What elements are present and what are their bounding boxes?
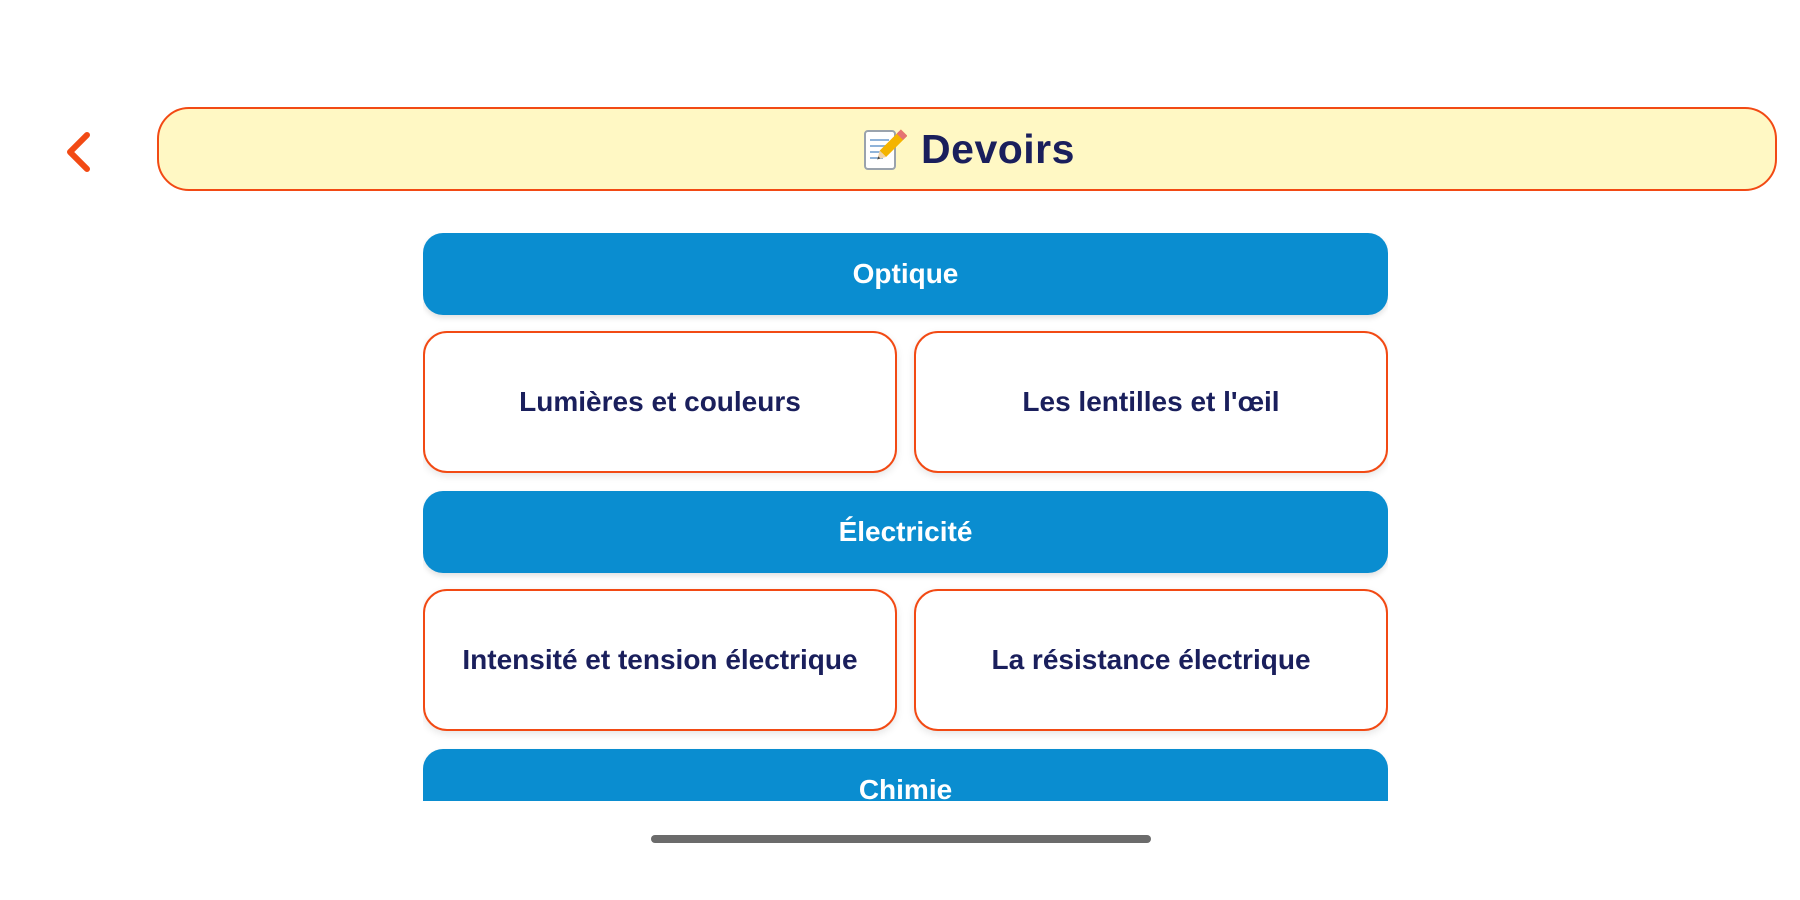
homework-list[interactable]: Optique Lumières et couleurs Les lentill… bbox=[423, 233, 1388, 801]
section-header-chimie: Chimie bbox=[423, 749, 1388, 801]
homework-card-resistance[interactable]: La résistance électrique bbox=[914, 589, 1388, 731]
homework-card-lumieres-couleurs[interactable]: Lumières et couleurs bbox=[423, 331, 897, 473]
page-title-bar: Devoirs bbox=[157, 107, 1777, 191]
section-header-electricite: Électricité bbox=[423, 491, 1388, 573]
homework-card-intensite-tension[interactable]: Intensité et tension électrique bbox=[423, 589, 897, 731]
card-row-electricite: Intensité et tension électrique La résis… bbox=[423, 589, 1388, 731]
home-indicator[interactable] bbox=[651, 835, 1151, 843]
homework-card-lentilles-oeil[interactable]: Les lentilles et l'œil bbox=[914, 331, 1388, 473]
card-row-optique: Lumières et couleurs Les lentilles et l'… bbox=[423, 331, 1388, 473]
back-button[interactable] bbox=[50, 124, 106, 180]
page-title: Devoirs bbox=[921, 125, 1075, 172]
section-header-optique: Optique bbox=[423, 233, 1388, 315]
memo-icon bbox=[859, 125, 908, 173]
chevron-left-icon bbox=[67, 132, 90, 172]
